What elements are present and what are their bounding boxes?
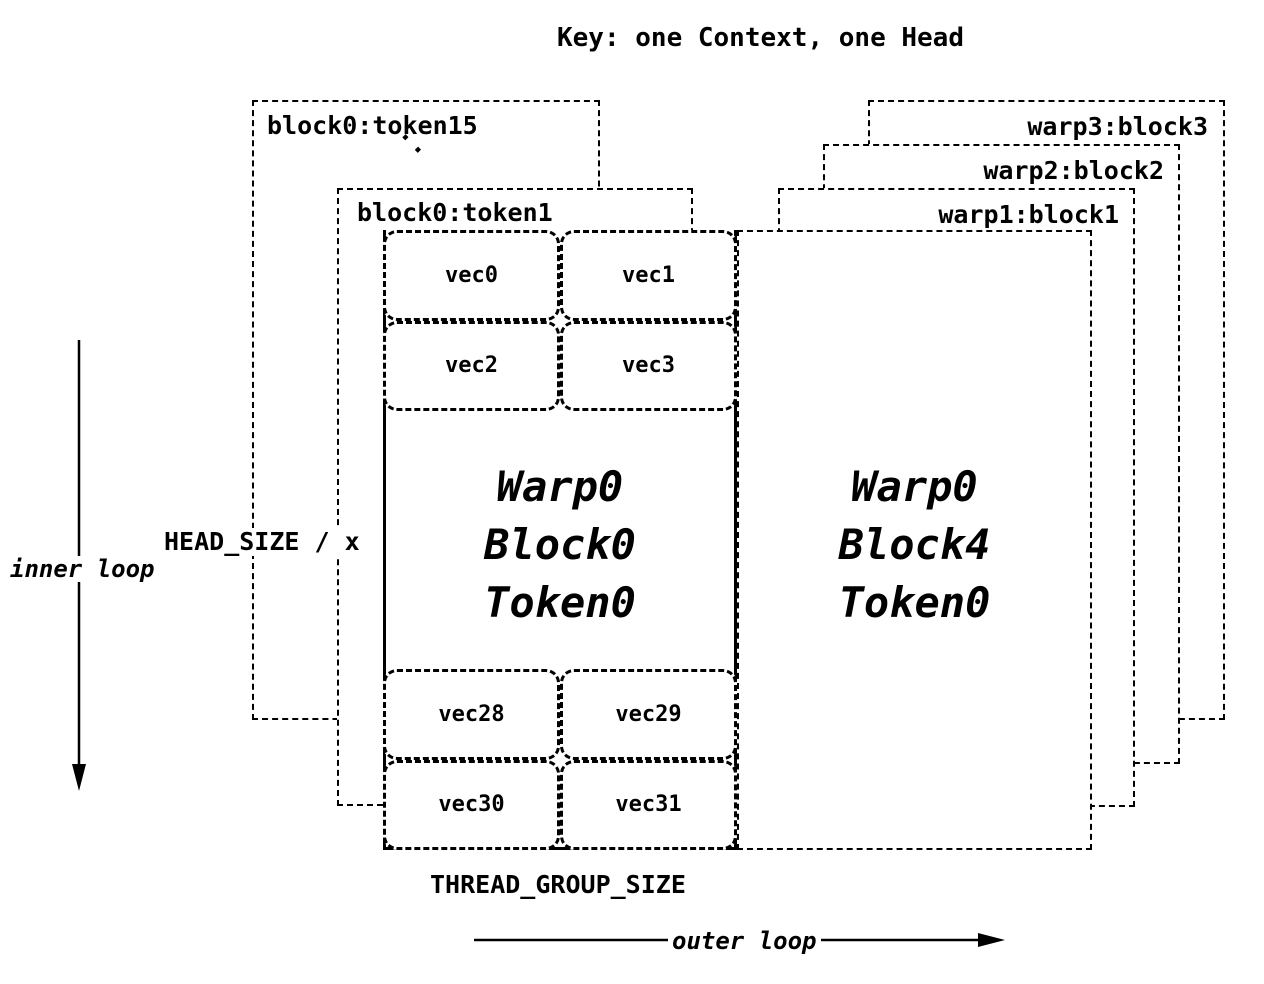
block0-token1-label: block0:token1 — [357, 198, 553, 227]
warp2-block2-label: warp2:block2 — [983, 156, 1164, 185]
top-vec-group: vec0 vec1 vec2 vec3 — [383, 230, 737, 411]
vec2-cell: vec2 — [383, 320, 560, 411]
head-size-label: HEAD_SIZE / x — [160, 528, 364, 556]
main-line-3: Token0 — [484, 578, 636, 627]
main-line-2: Block0 — [484, 520, 636, 569]
right-line-3: Token0 — [838, 578, 991, 627]
vec28-cell: vec28 — [383, 669, 560, 760]
vec30-cell: vec30 — [383, 759, 560, 850]
block0-token15-label: block0:token15 — [267, 111, 478, 140]
vec0-cell: vec0 — [383, 230, 560, 321]
main-line-1: Warp0 — [496, 462, 624, 511]
right-line-2: Block4 — [838, 520, 991, 569]
warp0-block4-token0-box — [737, 230, 1092, 850]
vec1-cell: vec1 — [560, 230, 737, 321]
inner-loop-label: inner loop — [6, 556, 159, 582]
bottom-vec-group: vec28 vec29 vec30 vec31 — [383, 669, 737, 850]
vec3-cell: vec3 — [560, 320, 737, 411]
inner-loop-arrow-icon — [72, 340, 86, 791]
outer-loop-label: outer loop — [668, 928, 821, 954]
thread-group-size-label: THREAD_GROUP_SIZE — [430, 870, 686, 899]
warp3-block3-label: warp3:block3 — [1027, 112, 1208, 141]
right-line-1: Warp0 — [851, 462, 978, 511]
diagram-title: Key: one Context, one Head — [557, 23, 964, 53]
vec29-cell: vec29 — [560, 669, 737, 760]
warp1-block1-label: warp1:block1 — [938, 200, 1119, 229]
warp0-block4-token0-label: Warp0 Block4 Token0 — [737, 458, 1092, 632]
vec31-cell: vec31 — [560, 759, 737, 850]
warp0-block0-token0-label: Warp0 Block0 Token0 — [383, 458, 737, 632]
